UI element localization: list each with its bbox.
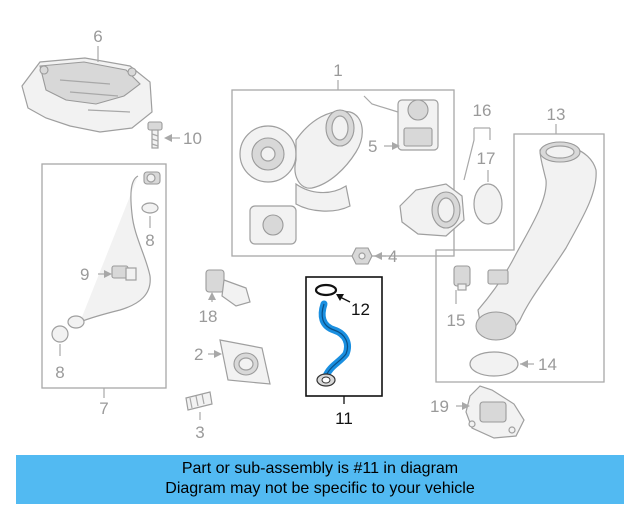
part-15-sensor: [453, 265, 471, 291]
arrow-10: [164, 134, 172, 142]
part-14-seal-ring: [469, 351, 519, 377]
callout-11: 11: [335, 409, 353, 428]
part-4-nut: [351, 247, 373, 265]
part-17-seal-ring: [473, 183, 503, 225]
callout-4: 4: [388, 247, 397, 266]
leader-16: [463, 128, 491, 181]
callout-8-top: 8: [145, 231, 154, 250]
callout-13: 13: [547, 105, 566, 124]
callout-1: 1: [333, 61, 342, 80]
arrow-2: [214, 350, 222, 358]
part-12-seal-ring[interactable]: [314, 283, 338, 297]
callout-14: 14: [538, 355, 557, 374]
arrow-14: [520, 360, 528, 368]
part-13-charge-pipe: [475, 141, 597, 341]
callout-15: 15: [447, 311, 466, 330]
part-3-stud: [185, 391, 213, 411]
arrow-19: [462, 402, 470, 410]
group-box-13: [435, 133, 605, 383]
callout-17: 17: [477, 149, 496, 168]
part-6-heat-shield: [21, 57, 153, 133]
banner-line-1: Part or sub-assembly is #11 in diagram: [181, 460, 459, 477]
arrow-12: [336, 294, 344, 301]
banner-line-2: Diagram may not be specific to your vehi…: [165, 480, 475, 497]
callout-8-bottom: 8: [55, 363, 64, 382]
part-18-sensor: [205, 269, 251, 307]
part-5-actuator: [363, 95, 439, 151]
part-11-oil-hose[interactable]: [316, 300, 351, 387]
part-7-oil-line: [51, 171, 161, 343]
group-box-1: [231, 89, 455, 257]
info-banner: Part or sub-assembly is #11 in diagram D…: [16, 455, 624, 504]
arrow-18: [208, 292, 216, 300]
part-19-bracket: [465, 385, 525, 439]
part-1-turbocharger: [239, 109, 363, 245]
callout-6: 6: [93, 27, 102, 46]
part-16-outlet-pipe: [399, 183, 465, 237]
callout-2: 2: [194, 345, 203, 364]
callout-3: 3: [195, 423, 204, 442]
arrow-9: [104, 270, 112, 278]
callout-16: 16: [473, 101, 492, 120]
part-8-washer-top: [141, 202, 159, 214]
callout-5: 5: [368, 137, 377, 156]
callout-7: 7: [99, 399, 108, 418]
callout-19: 19: [430, 397, 449, 416]
part-10-bolt: [147, 121, 163, 149]
callout-12: 12: [351, 300, 370, 319]
callout-18: 18: [199, 307, 218, 326]
part-9-banjo-bolt: [111, 265, 137, 281]
arrow-5: [392, 142, 400, 150]
arrow-4: [374, 252, 382, 260]
callout-10: 10: [183, 129, 202, 148]
callout-9: 9: [80, 265, 89, 284]
part-2-gasket: [219, 339, 271, 385]
